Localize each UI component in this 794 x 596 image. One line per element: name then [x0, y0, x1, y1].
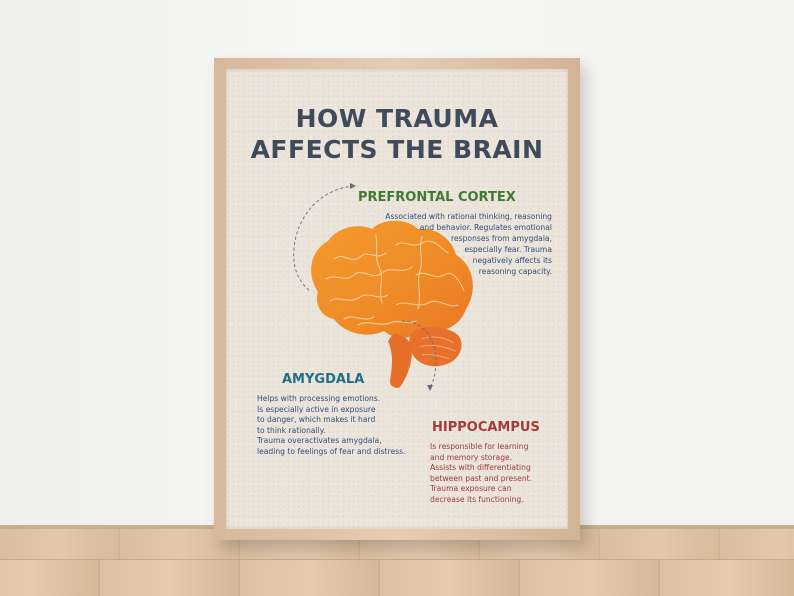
title-line: AFFECTS THE BRAIN [250, 135, 544, 164]
text-line: Assists with differentiating [430, 463, 531, 472]
text-line: decrease its functioning. [430, 494, 524, 504]
amygdala-heading: AMYGDALA [282, 372, 365, 387]
text-line: reasoning capacity. [478, 267, 552, 276]
text-line: and memory storage. [430, 452, 513, 462]
prefrontal-arrow [293, 185, 355, 292]
text-line: Is responsible for learning [430, 442, 529, 451]
text-line: between past and present. [430, 473, 533, 483]
brain-stem-shape [388, 333, 412, 388]
text-line: leading to feelings of fear and distress… [257, 446, 406, 456]
brain-illustration [293, 183, 473, 391]
cerebrum-shape [311, 220, 473, 338]
poster-title: HOW TRAUMA AFFECTS THE BRAIN [226, 103, 568, 165]
arrowhead-icon [427, 385, 433, 391]
prefrontal-cortex-description: Associated with rational thinking, reaso… [352, 211, 552, 277]
text-line: to danger, which makes it hard [257, 415, 376, 424]
arrowhead-icon [350, 183, 356, 189]
amygdala-description: Helps with processing emotions. Is espec… [257, 394, 467, 457]
text-line: Trauma exposure can [430, 484, 512, 493]
text-line: and behavior. Regulates emotional [419, 223, 552, 232]
prefrontal-cortex-heading: PREFRONTAL CORTEX [358, 190, 516, 205]
text-line: Is especially active in exposure [257, 404, 376, 414]
text-line: Trauma overactivates amygdala, [257, 436, 382, 445]
hippocampus-description: Is responsible for learning and memory s… [430, 442, 560, 505]
cerebellum-shape [409, 326, 462, 367]
poster-frame: HOW TRAUMA AFFECTS THE BRAIN [214, 58, 580, 540]
poster: HOW TRAUMA AFFECTS THE BRAIN [226, 69, 568, 529]
text-line: responses from amygdala, [451, 234, 552, 243]
text-line: Associated with rational thinking, reaso… [385, 212, 552, 221]
hippocampus-heading: HIPPOCAMPUS [432, 420, 540, 435]
text-line: Helps with processing emotions. [257, 394, 381, 403]
text-line: especially fear. Trauma [464, 245, 552, 254]
hippocampus-arrow [401, 320, 437, 388]
title-line: HOW TRAUMA [295, 104, 499, 133]
text-line: negatively affects its [472, 256, 552, 265]
text-line: to think rationally. [257, 425, 326, 435]
